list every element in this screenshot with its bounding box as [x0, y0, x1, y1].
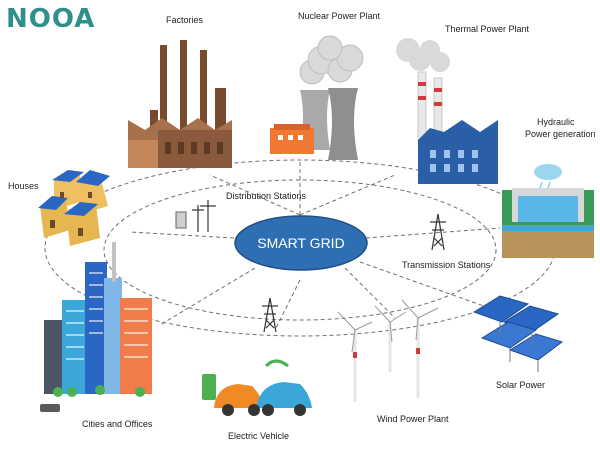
transmission-pylon-icon [430, 213, 446, 251]
pylon-icon [262, 297, 278, 333]
label-hydraulic-2: Power generation [525, 129, 596, 139]
label-wind: Wind Power Plant [377, 414, 449, 424]
label-ev: Electric Vehicle [228, 431, 290, 441]
label-hydraulic-1: Hydraulic [537, 117, 575, 127]
label-factories: Factories [166, 15, 204, 25]
label-distribution: Distribution Stations [226, 191, 307, 201]
label-nuclear: Nuclear Power Plant [298, 11, 381, 21]
label-thermal: Thermal Power Plant [445, 24, 530, 34]
distribution-pylon-icon [175, 200, 216, 232]
hydro-dam-icon [502, 164, 594, 258]
factory-icon [128, 40, 232, 168]
thermal-plant-icon [396, 38, 498, 184]
houses-icon [38, 170, 110, 246]
city-icon [40, 242, 152, 412]
brand-logo: NOOA [6, 4, 96, 34]
label-cities: Cities and Offices [82, 419, 153, 429]
nuclear-plant-icon [270, 35, 364, 160]
wind-turbine-icon [337, 299, 439, 402]
label-houses: Houses [8, 181, 39, 191]
hub-label: SMART GRID [257, 235, 344, 251]
smart-grid-hub: SMART GRID [234, 215, 368, 271]
solar-panel-icon [472, 295, 564, 372]
label-solar: Solar Power [496, 380, 546, 390]
electric-car-icon [202, 359, 312, 416]
label-transmission: Transmission Stations [402, 260, 491, 270]
